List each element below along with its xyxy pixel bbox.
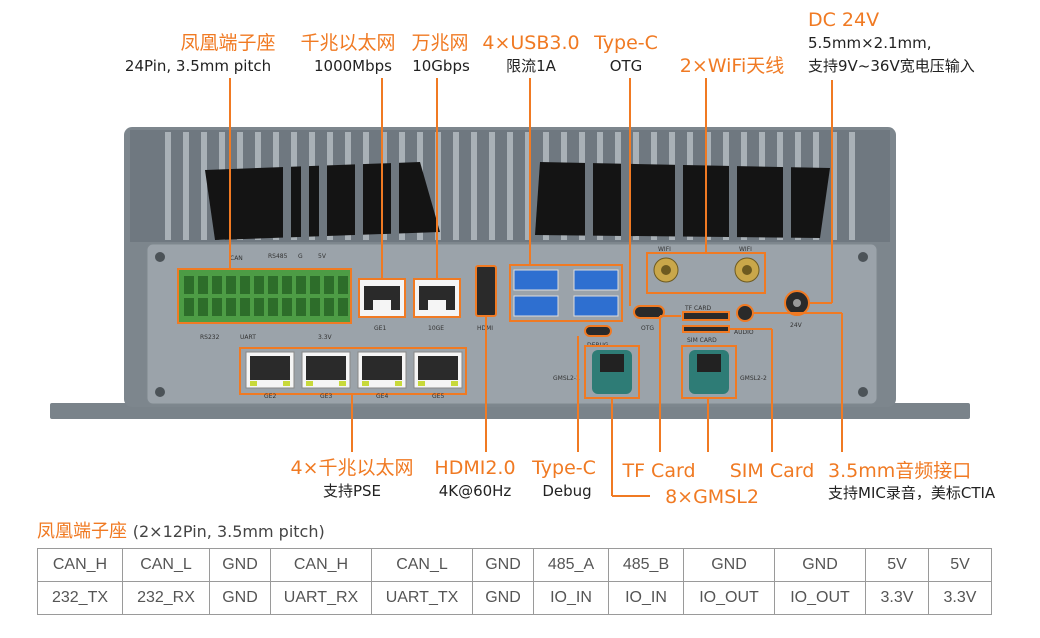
typec-debug-port — [584, 325, 612, 337]
hdmi-port — [475, 265, 497, 317]
pin-table: CAN_H CAN_L GND CAN_H CAN_L GND 485_A 48… — [37, 548, 992, 615]
table-cell: GND — [472, 548, 534, 582]
panel-label-3v3: 3.3V — [318, 334, 333, 341]
panel-label-tfcard: TF CARD — [684, 305, 711, 312]
table-cell: IO_OUT — [774, 581, 866, 615]
dc-jack-pin — [793, 299, 801, 307]
panel-label-ge3: GE3 — [320, 393, 332, 400]
panel-label-wifi2: WIFI — [739, 246, 752, 253]
callout-gbe-title: 千兆以太网 — [300, 32, 396, 54]
table-cell: CAN_L — [371, 548, 473, 582]
callout-gbe4-sub: 支持PSE — [322, 482, 382, 500]
panel-label-ge1: GE1 — [374, 325, 386, 332]
panel-label-otg: OTG — [641, 325, 654, 332]
table-row: CAN_H CAN_L GND CAN_H CAN_L GND 485_A 48… — [37, 548, 992, 582]
panel-label-gmsl2: GMSL2-2 — [740, 375, 767, 382]
sim-card-slot — [682, 325, 730, 333]
callout-tfcard-title: TF Card — [622, 460, 696, 482]
table-cell: 232_RX — [122, 581, 210, 615]
callout-audio-sub: 支持MIC录音，美标CTIA — [828, 484, 996, 502]
callout-simcard-title: SIM Card — [729, 460, 815, 482]
panel-label-rs232: RS232 — [200, 334, 220, 341]
table-cell: GND — [209, 581, 271, 615]
callout-phoenix-sub: 24Pin, 3.5mm pitch — [124, 57, 272, 75]
pin-table-heading: 凤凰端子座 (2×12Pin, 3.5mm pitch) — [37, 517, 325, 543]
table-cell: 485_B — [608, 548, 684, 582]
rj45-10ge — [413, 278, 461, 318]
callout-audio-title: 3.5mm音频接口 — [828, 460, 972, 482]
table-cell: CAN_H — [270, 548, 372, 582]
callout-dc-sub2: 支持9V~36V宽电压输入 — [808, 57, 975, 75]
pin-table-subtitle: (2×12Pin, 3.5mm pitch) — [132, 522, 325, 541]
panel-label-5v: 5V — [318, 253, 327, 260]
callout-gbe4-title: 4×千兆以太网 — [290, 457, 414, 479]
audio-jack — [736, 304, 754, 322]
panel-label-24v: 24V — [790, 322, 803, 329]
callout-gbe-sub: 1000Mbps — [314, 57, 392, 75]
callout-hdmi-sub: 4K@60Hz — [438, 482, 512, 500]
panel-screws — [155, 252, 868, 397]
panel-label-rs485: RS485 — [268, 253, 288, 260]
table-cell: UART_RX — [270, 581, 372, 615]
panel-label-ge4: GE4 — [376, 393, 388, 400]
callout-usb3-title: 4×USB3.0 — [482, 32, 580, 54]
callout-wifi-title: 2×WiFi天线 — [679, 55, 785, 77]
callout-typec-otg-title: Type-C — [594, 32, 658, 54]
callout-10gbe-title: 万兆网 — [411, 32, 469, 54]
table-cell: GND — [209, 548, 271, 582]
panel-label-10ge: 10GE — [428, 325, 444, 332]
table-cell: UART_TX — [371, 581, 473, 615]
panel-label-ge2: GE2 — [264, 393, 276, 400]
typec-otg-port — [633, 305, 665, 319]
usb3-group-outline — [509, 264, 623, 322]
callout-usb3-sub: 限流1A — [506, 57, 556, 75]
device-diagram: CAN RS485 G 5V RS232 UART 3.3V GE1 10GE … — [50, 78, 970, 497]
callout-typec-otg-sub: OTG — [609, 57, 643, 75]
panel-label-gmsl1: GMSL2-1 — [553, 375, 580, 382]
panel-label-g: G — [298, 253, 303, 260]
table-cell: GND — [472, 581, 534, 615]
panel-label-can: CAN — [230, 255, 243, 262]
table-cell: IO_IN — [608, 581, 684, 615]
callout-hdmi-title: HDMI2.0 — [434, 457, 516, 479]
table-cell: 5V — [865, 548, 929, 582]
rj45-leds — [250, 381, 458, 386]
table-cell: IO_IN — [533, 581, 609, 615]
table-cell: CAN_L — [122, 548, 210, 582]
panel-label-ge5: GE5 — [432, 393, 444, 400]
panel-label-audio: AUDIO — [734, 329, 754, 336]
phoenix-pins — [184, 276, 348, 316]
tf-card-slot — [682, 311, 730, 321]
callout-dc-sub1: 5.5mm×2.1mm, — [808, 34, 932, 52]
table-cell: CAN_H — [37, 548, 123, 582]
table-cell: 232_TX — [37, 581, 123, 615]
callout-10gbe-sub: 10Gbps — [412, 57, 470, 75]
callout-typec-debug-title: Type-C — [532, 457, 596, 479]
panel-label-uart: UART — [240, 334, 256, 341]
gmsl-2-socket — [697, 354, 721, 372]
table-cell: 3.3V — [865, 581, 929, 615]
callout-gmsl-title: 8×GMSL2 — [665, 486, 759, 508]
wifi-antenna-connectors — [653, 257, 760, 283]
table-cell: GND — [683, 548, 775, 582]
table-cell: IO_OUT — [683, 581, 775, 615]
table-cell: 3.3V — [928, 581, 992, 615]
table-cell: GND — [774, 548, 866, 582]
usb3-ports — [513, 269, 619, 317]
gmsl-1-socket — [600, 354, 624, 372]
table-row: 232_TX 232_RX GND UART_RX UART_TX GND IO… — [37, 581, 992, 615]
table-cell: 5V — [928, 548, 992, 582]
leader-lines — [229, 78, 843, 497]
callout-dc-title: DC 24V — [808, 9, 880, 31]
panel-label-simcard: SIM CARD — [687, 337, 717, 344]
callout-typec-debug-sub: Debug — [542, 482, 592, 500]
table-cell: 485_A — [533, 548, 609, 582]
pin-table-title: 凤凰端子座 — [37, 521, 127, 542]
callout-phoenix-title: 凤凰端子座 — [180, 32, 276, 54]
rj45-ge1 — [358, 278, 406, 318]
panel-label-wifi1: WIFI — [658, 246, 671, 253]
